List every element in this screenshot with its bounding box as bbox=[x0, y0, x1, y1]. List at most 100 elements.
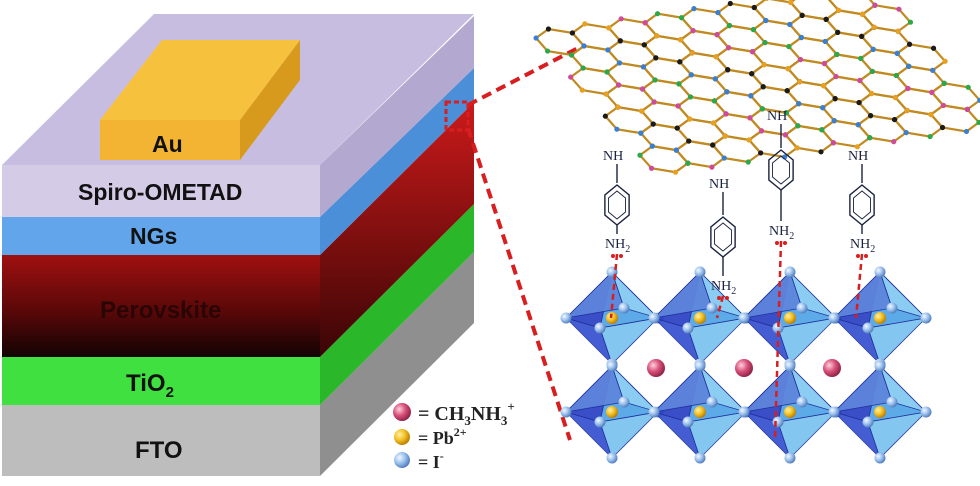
graphene-atom bbox=[854, 144, 860, 150]
legend-iodide: = I- bbox=[394, 449, 444, 472]
iodide-atom bbox=[862, 416, 874, 428]
graphene-atom bbox=[581, 43, 587, 49]
graphene-atom bbox=[832, 96, 838, 102]
nh2-label: NH2 bbox=[769, 224, 794, 242]
pb-sphere-icon bbox=[394, 429, 410, 445]
iodide-sphere-icon bbox=[394, 452, 410, 468]
graphene-atom bbox=[685, 160, 691, 166]
iodide-atom bbox=[706, 302, 718, 314]
graphene-atom bbox=[745, 159, 751, 165]
iodide-atom bbox=[618, 396, 630, 408]
octahedron-face bbox=[652, 365, 713, 413]
graphene-atom bbox=[651, 99, 657, 105]
graphene-ring bbox=[860, 4, 913, 33]
graphene-atom bbox=[713, 54, 719, 60]
iodide-atom bbox=[594, 416, 606, 428]
iodide-atom bbox=[618, 302, 630, 314]
graphene-atom bbox=[672, 169, 679, 175]
graphene-atom bbox=[689, 50, 695, 56]
iodide-atom bbox=[738, 312, 750, 324]
graphene-atom bbox=[859, 33, 865, 39]
iodide-atom bbox=[874, 360, 886, 372]
interaction-line bbox=[773, 240, 783, 441]
graphene-ring bbox=[783, 124, 836, 153]
graphene-atom bbox=[544, 48, 551, 54]
graphene-atom bbox=[614, 126, 620, 132]
iodide-atom bbox=[682, 322, 694, 334]
interaction-line bbox=[854, 253, 864, 319]
graphene-atom bbox=[895, 28, 901, 34]
graphene-atom bbox=[686, 138, 692, 144]
graphene-atom bbox=[673, 147, 679, 153]
ngs-layer: NGs bbox=[2, 68, 474, 255]
octahedron-face bbox=[742, 271, 803, 319]
octahedron-face bbox=[564, 271, 625, 319]
graphene-ring bbox=[674, 139, 726, 169]
graphene-atom bbox=[751, 4, 757, 11]
iodide-atom bbox=[560, 312, 572, 324]
graphene-ring bbox=[930, 82, 980, 111]
octahedron-face bbox=[777, 411, 838, 459]
octahedron-face bbox=[687, 317, 748, 365]
iodide-atom bbox=[648, 312, 660, 324]
graphene-atom bbox=[820, 83, 827, 89]
iodide-atom bbox=[784, 452, 796, 464]
iodide-atom bbox=[920, 312, 932, 324]
benzene-ring bbox=[604, 184, 630, 226]
tio2-layer: TiO2 bbox=[2, 204, 474, 405]
svg-text:= I-: = I- bbox=[418, 449, 444, 472]
ngs-label: NGs bbox=[130, 223, 177, 249]
octahedron-face bbox=[687, 411, 748, 459]
perovskite-crystal bbox=[560, 266, 932, 464]
graphene-atom bbox=[712, 76, 718, 82]
graphene-atom bbox=[929, 89, 935, 96]
graphene-atom bbox=[602, 113, 608, 119]
graphene-atom bbox=[835, 7, 842, 13]
graphene-atom bbox=[760, 84, 766, 90]
graphene-atom bbox=[907, 19, 914, 25]
iodide-atom bbox=[874, 266, 886, 278]
pb-atom bbox=[874, 406, 886, 418]
legend-ma: = CH3NH3+ bbox=[393, 399, 515, 428]
graphene-atom bbox=[896, 6, 902, 12]
graphene-atom bbox=[722, 133, 728, 139]
graphene-atom bbox=[893, 72, 899, 79]
graphene-atom bbox=[782, 132, 789, 138]
svg-text:= Pb2+: = Pb2+ bbox=[418, 425, 467, 448]
iodide-atom bbox=[738, 406, 750, 418]
graphene-atom bbox=[690, 28, 696, 34]
graphene-atom bbox=[795, 123, 801, 129]
graphene-atom bbox=[906, 63, 912, 69]
graphene-ring bbox=[892, 109, 945, 138]
graphene-ring bbox=[929, 104, 980, 133]
iodide-atom bbox=[784, 360, 796, 372]
graphene-atom bbox=[818, 149, 824, 155]
graphene-atom bbox=[759, 106, 765, 112]
graphene-atom bbox=[641, 42, 647, 48]
pb-atom bbox=[606, 406, 618, 418]
iodide-atom bbox=[772, 322, 784, 334]
graphene-atom bbox=[758, 150, 764, 156]
graphene-ring bbox=[856, 114, 908, 143]
graphene-atom bbox=[834, 51, 840, 58]
graphene-atom bbox=[786, 43, 792, 50]
iodide-atom bbox=[706, 396, 718, 408]
graphene-atom bbox=[579, 87, 585, 93]
au-label: Au bbox=[152, 131, 183, 157]
octahedron-face bbox=[599, 317, 660, 365]
iodide-atom bbox=[886, 302, 898, 314]
graphene-atom bbox=[603, 91, 609, 97]
ma-cation bbox=[647, 359, 665, 377]
graphene-atom bbox=[891, 116, 898, 123]
graphene-atom bbox=[797, 79, 803, 85]
graphene-atom bbox=[977, 97, 980, 103]
iodide-atom bbox=[648, 406, 660, 418]
graphene-atom bbox=[820, 105, 826, 111]
graphene-atom bbox=[606, 25, 612, 31]
graphene-atom bbox=[906, 41, 913, 47]
graphene-atom bbox=[604, 69, 610, 75]
